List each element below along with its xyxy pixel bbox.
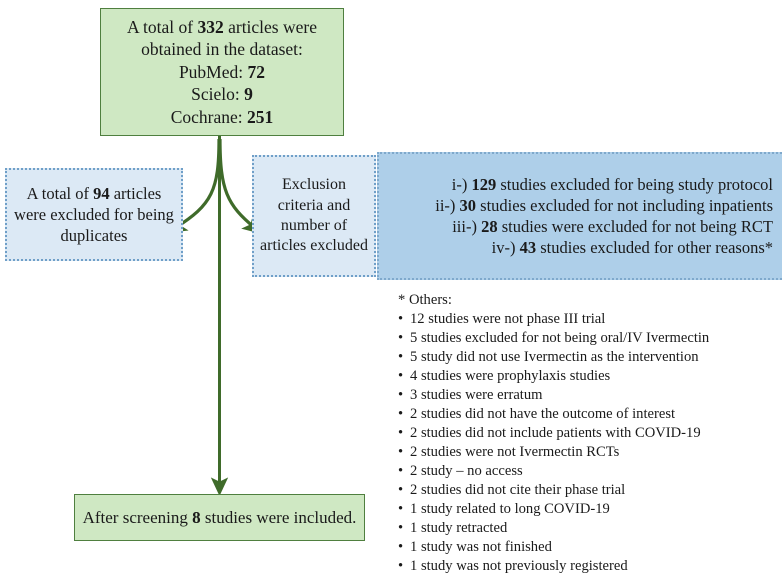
exclusion-reasons-box: i-) 129 studies excluded for being study…: [377, 152, 782, 280]
studies-included-box: After screening 8 studies were included.: [74, 494, 365, 541]
list-item: 2 studies were not Ivermectin RCTs: [396, 443, 782, 462]
list-item: 3 studies were erratum: [396, 386, 782, 405]
exclusion-text-1: studies excluded for being study protoco…: [496, 174, 773, 194]
exclusion-marker-4: iv-): [491, 238, 520, 258]
list-item: 1 study retracted: [396, 519, 782, 538]
source-cochrane-label: Cochrane:: [170, 106, 248, 127]
studies-included-text: After screening 8 studies were included.: [77, 507, 363, 529]
exclusion-count-1: 129: [471, 174, 497, 194]
others-items: 12 studies were not phase III trial 5 st…: [396, 310, 782, 576]
list-item: 5 studies excluded for not being oral/IV…: [396, 329, 782, 348]
exclusion-text-4: studies excluded for other reasons*: [536, 238, 773, 258]
source-pubmed-label: PubMed:: [178, 61, 248, 82]
duplicates-excluded-text: A total of 94 articles were excluded for…: [7, 183, 181, 246]
exclusion-count-3: 28: [481, 217, 498, 236]
list-item: 4 studies were prophylaxis studies: [396, 367, 782, 386]
list-item: 1 study was not finished: [396, 538, 782, 557]
exclusion-reason-item: i-) 129 studies excluded for being study…: [435, 174, 773, 195]
source-line1-pre: A total of: [126, 17, 198, 38]
duplicates-pre: A total of: [26, 183, 94, 203]
list-item: 2 studies did not cite their phase trial: [396, 481, 782, 500]
list-item: 12 studies were not phase III trial: [396, 310, 782, 329]
exclusion-marker-2: ii-): [435, 195, 460, 215]
list-item: 2 studies did not include patients with …: [396, 424, 782, 443]
exclusion-text-2: studies excluded for not including inpat…: [476, 195, 773, 215]
included-pre: After screening: [82, 507, 193, 527]
exclusion-reason-item: iv-) 43 studies excluded for other reaso…: [435, 237, 773, 258]
exclusion-text-3: studies were excluded for not being RCT: [497, 217, 773, 236]
duplicates-excluded-box: A total of 94 articles were excluded for…: [5, 168, 183, 261]
source-cochrane-count: 251: [247, 106, 274, 127]
exclusion-marker-1: i-): [451, 174, 472, 194]
list-item: 2 study – no access: [396, 462, 782, 481]
included-post: studies were included.: [200, 507, 357, 527]
duplicates-post: articles were excluded for being duplica…: [14, 183, 174, 246]
exclusion-count-2: 30: [459, 195, 477, 215]
source-scielo-label: Scielo:: [191, 84, 245, 105]
arrow-branch-criteria: [218, 138, 263, 235]
exclusion-criteria-text: Exclusion criteria and number of article…: [260, 176, 368, 255]
source-records-text: A total of 332 articles were obtained in…: [121, 16, 323, 128]
others-footnote-list: * Others: 12 studies were not phase III …: [396, 291, 782, 576]
exclusion-criteria-box: Exclusion criteria and number of article…: [252, 155, 376, 277]
source-records-box: A total of 332 articles were obtained in…: [100, 8, 344, 136]
list-item: 1 study was not previously registered: [396, 557, 782, 576]
list-item: 5 study did not use Ivermectin as the in…: [396, 348, 782, 367]
exclusion-count-4: 43: [519, 238, 537, 258]
exclusion-reasons-text: i-) 129 studies excluded for being study…: [429, 174, 782, 258]
source-pubmed-count: 72: [247, 61, 266, 82]
list-item: 2 studies did not have the outcome of in…: [396, 405, 782, 424]
source-scielo-count: 9: [244, 84, 253, 105]
included-count: 8: [192, 507, 201, 527]
exclusion-reason-item: iii-) 28 studies were excluded for not b…: [435, 216, 773, 237]
source-line1-post: articles were: [223, 17, 317, 38]
source-total-count: 332: [197, 17, 224, 38]
others-title: * Others:: [398, 292, 452, 308]
duplicates-count: 94: [93, 183, 110, 203]
exclusion-marker-3: iii-): [452, 217, 482, 236]
list-item: 1 study related to long COVID-19: [396, 500, 782, 519]
exclusion-reason-item: ii-) 30 studies excluded for not includi…: [435, 195, 773, 216]
source-line2: obtained in the dataset:: [141, 39, 303, 60]
